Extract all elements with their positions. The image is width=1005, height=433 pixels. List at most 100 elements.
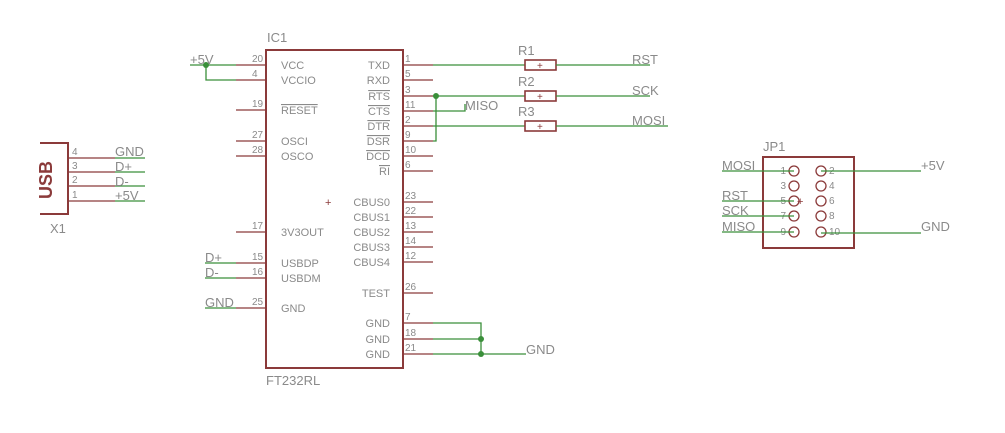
r3-label: R3 (518, 104, 535, 119)
ic1-pin-name: CBUS1 (353, 212, 390, 224)
ic1-pin-name: GND (366, 334, 391, 346)
ic1-pin-number: 21 (405, 343, 417, 354)
resistor-r1[interactable]: R1 + RST (518, 43, 658, 72)
ic1-pin-number: 28 (252, 145, 264, 156)
ic1-pin-name: CBUS2 (353, 227, 390, 239)
ic1-pin-number: 27 (252, 130, 264, 141)
resistor-r2[interactable]: R2 + SCK (518, 74, 659, 103)
net-label-dminus-ic: D- (205, 265, 219, 280)
ic1-pin-name: RTS (368, 91, 390, 103)
ic1-pin-name: VCC (281, 60, 304, 72)
ic1-pin-number: 17 (252, 221, 264, 232)
ic1-pin-number: 22 (405, 206, 417, 217)
net-label-5v-ic: +5V (190, 52, 214, 67)
jp1-ref-label: JP1 (763, 139, 785, 154)
jp1-body (762, 156, 855, 249)
x1-ref-label: X1 (50, 221, 66, 236)
ic1-pin-name: DSR (367, 136, 390, 148)
ic1-body (265, 49, 404, 369)
ic1-pin-number: 9 (405, 130, 411, 141)
jp1-pad (788, 180, 800, 192)
ic1-pin-number: 5 (405, 69, 411, 80)
r2-label: R2 (518, 74, 535, 89)
ic1-pin-number: 25 (252, 297, 264, 308)
x1-pin-num: 2 (72, 175, 78, 186)
ic1-pin-name: TXD (368, 60, 390, 72)
ic1-pin-name: RXD (367, 75, 390, 87)
net-label-gnd-ic-right: GND (526, 342, 555, 357)
ic1-pin-name: DTR (367, 121, 390, 133)
jp1-pin-number: 8 (829, 211, 835, 222)
ic1-pin-name: OSCI (281, 136, 308, 148)
ic1-pin-number: 3 (405, 85, 411, 96)
jp1-origin-mark: + (797, 196, 803, 208)
ic1-pin-number: 2 (405, 115, 411, 126)
ic1-pin-number: 6 (405, 160, 411, 171)
ic1-pin-number: 26 (405, 282, 417, 293)
ic1-pin-name: CTS (368, 106, 390, 118)
ic1-pin-number: 12 (405, 251, 417, 262)
net-label-miso-ic: MISO (465, 98, 498, 113)
jp1-pin-number: 3 (780, 181, 786, 192)
jp1-net-sck: SCK (722, 203, 749, 218)
ic1-pin-name: RESET (281, 105, 318, 117)
jp1-pin-number: 6 (829, 196, 835, 207)
ic1-pin-name: GND (366, 349, 391, 361)
ic1-pin-number: 16 (252, 267, 264, 278)
ic1-ft232rl[interactable]: IC1 FT232RL + 20VCC4VCCIO19RESET27OSCI28… (236, 30, 433, 388)
x1-pin-num: 3 (72, 161, 78, 172)
ic1-left-pins: 20VCC4VCCIO19RESET27OSCI28OSCO173V3OUT15… (236, 54, 324, 315)
ic1-pin-name: CBUS0 (353, 197, 390, 209)
x1-pin-num: 4 (72, 147, 78, 158)
ic1-pin-number: 10 (405, 145, 417, 156)
r2-origin-mark: + (537, 92, 543, 103)
jp1-pad (815, 195, 827, 207)
ic1-pin-number: 19 (252, 99, 264, 110)
ic1-pin-name: DCD (366, 151, 390, 163)
ic1-pin-name: VCCIO (281, 75, 316, 87)
usb-connector-label: USB (36, 161, 56, 199)
jp1-net-miso: MISO (722, 219, 755, 234)
ic1-pin-number: 23 (405, 191, 417, 202)
usb-connector-body (40, 142, 69, 215)
ic1-pin-number: 7 (405, 312, 411, 323)
jp1-pad (815, 210, 827, 222)
net-label-dplus: D+ (115, 159, 132, 174)
ic1-pin-name: RI (379, 166, 390, 178)
ic1-pin-number: 1 (405, 54, 411, 65)
resistor-r3[interactable]: R3 + MOSI (518, 104, 668, 133)
ic1-origin-mark: + (325, 197, 331, 209)
ic1-value-label: FT232RL (266, 373, 320, 388)
usb-connector-x1[interactable]: USB X1 4 3 2 1 GND D+ D- +5V (36, 142, 145, 236)
ic1-pin-number: 18 (405, 328, 417, 339)
net-label-dplus-ic: D+ (205, 250, 222, 265)
ic1-wiring: +5V D+ D- GND MISO GND (190, 52, 555, 357)
net-label-5v: +5V (115, 188, 139, 203)
net-label-dminus: D- (115, 174, 129, 189)
jp1-pad (815, 180, 827, 192)
x1-pin-num: 1 (72, 190, 78, 201)
net-label-sck: SCK (632, 83, 659, 98)
jp1-net-5v: +5V (921, 158, 945, 173)
ic1-pin-number: 15 (252, 252, 264, 263)
r1-label: R1 (518, 43, 535, 58)
ic1-pin-name: CBUS3 (353, 242, 390, 254)
r3-origin-mark: + (537, 122, 543, 133)
ic1-pin-number: 11 (405, 100, 416, 111)
ic1-pin-number: 20 (252, 54, 264, 65)
ic1-pin-name: USBDP (281, 258, 319, 270)
net-label-gnd: GND (115, 144, 144, 159)
net-label-mosi: MOSI (632, 113, 665, 128)
net-label-gnd-ic-left: GND (205, 295, 234, 310)
ic1-pin-number: 4 (252, 69, 258, 80)
jp1-net-gnd: GND (921, 219, 950, 234)
ic1-pin-name: TEST (362, 288, 390, 300)
jp1-pin-number: 4 (829, 181, 835, 192)
net-label-rst: RST (632, 52, 658, 67)
ic1-pin-name: GND (366, 318, 391, 330)
ic1-pin-name: OSCO (281, 151, 314, 163)
